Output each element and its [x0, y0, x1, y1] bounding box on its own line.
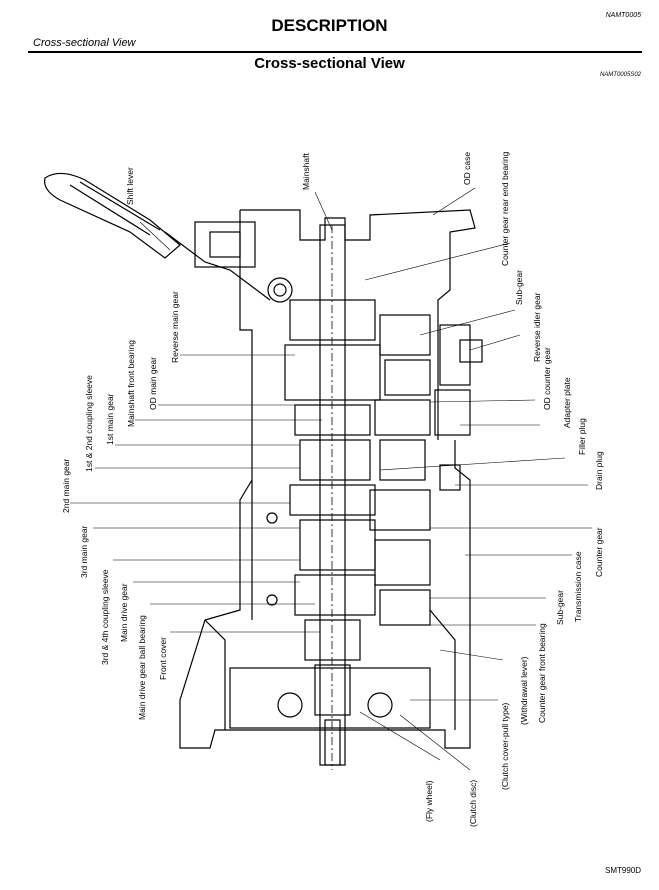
- label-third-main-gear: 3rd main gear: [79, 525, 89, 578]
- label-mainshaft: Mainshaft: [301, 153, 311, 190]
- header-code: NAMT0005: [605, 12, 641, 19]
- label-sub-gear-bottom: Sub-gear: [555, 590, 565, 625]
- label-coupling-sleeve-34: 3rd & 4th coupling sleeve: [100, 569, 110, 665]
- label-first-main-gear: 1st main gear: [105, 393, 115, 445]
- label-second-main-gear: 2nd main gear: [61, 458, 71, 513]
- label-filler-plug: Filler plug: [577, 418, 587, 455]
- label-main-drive-gear: Main drive gear: [119, 583, 129, 642]
- label-counter-gear-front-bearing: Counter gear front bearing: [537, 623, 547, 723]
- label-coupling-sleeve-12: 1st & 2nd coupling sleeve: [84, 375, 94, 472]
- label-fly-wheel: (Fly wheel): [424, 780, 434, 822]
- label-clutch-disc: (Clutch disc): [468, 780, 478, 827]
- transmission-illustration: [43, 172, 483, 770]
- label-reverse-idler-gear: Reverse idler gear: [532, 292, 542, 362]
- label-transmission-case: Transmission case: [573, 551, 583, 622]
- label-od-counter-gear: OD counter gear: [542, 347, 552, 410]
- label-sub-gear-top: Sub-gear: [514, 270, 524, 305]
- label-adapter-plate: Adapter plate: [562, 377, 572, 428]
- label-withdrawal-lever: (Withdrawal lever): [519, 656, 529, 725]
- header-divider: [28, 51, 642, 53]
- label-counter-gear: Counter gear: [594, 527, 604, 577]
- label-counter-gear-rear-end-bearing: Counter gear rear end bearing: [500, 151, 510, 266]
- label-drain-plug: Drain plug: [594, 451, 604, 490]
- label-front-cover: Front cover: [158, 637, 168, 680]
- label-shift-lever: Shift lever: [125, 167, 135, 205]
- label-od-main-gear: OD main gear: [148, 357, 158, 410]
- label-reverse-main-gear: Reverse main gear: [170, 291, 180, 363]
- label-mainshaft-front-bearing: Mainshaft front bearing: [126, 340, 136, 427]
- sub-code: NAMT0005S02: [599, 72, 641, 78]
- leader-lines: [70, 187, 592, 771]
- figure-code: SMT990D: [604, 866, 641, 875]
- label-clutch-cover: (Clutch cover-pull type): [500, 702, 510, 790]
- label-od-case: OD case: [462, 152, 472, 185]
- label-main-drive-gear-ball-bearing: Main drive gear ball bearing: [137, 615, 147, 720]
- header-section: Cross-sectional View: [33, 37, 136, 49]
- page-heading: Cross-sectional View: [254, 55, 405, 72]
- header-title: DESCRIPTION: [271, 16, 388, 35]
